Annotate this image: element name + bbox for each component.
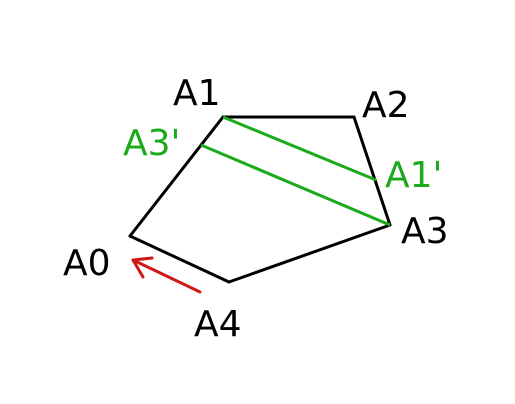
label-a4: A4 bbox=[194, 304, 242, 345]
vertex-labels: A1 A2 A3 A0 A4 bbox=[63, 73, 449, 345]
edge-a0-a1 bbox=[128, 115, 225, 238]
pentagon-edges bbox=[128, 115, 392, 284]
segment-a3-prime-a3 bbox=[200, 143, 391, 227]
arrow-head bbox=[131, 256, 154, 279]
segment-a1-a1-prime bbox=[222, 115, 377, 182]
edge-a3-a4 bbox=[227, 223, 392, 284]
green-segments bbox=[200, 115, 391, 227]
label-a1: A1 bbox=[173, 73, 221, 114]
edge-a4-a0 bbox=[128, 234, 231, 284]
edge-a2-a3 bbox=[352, 115, 392, 227]
secondary-labels: A3' A1' bbox=[123, 123, 442, 196]
arrow-shaft bbox=[131, 258, 202, 294]
label-a2: A2 bbox=[362, 85, 410, 126]
label-a3-prime: A3' bbox=[123, 123, 180, 164]
direction-arrow bbox=[131, 256, 202, 294]
label-a3: A3 bbox=[401, 211, 449, 252]
label-a0: A0 bbox=[63, 243, 111, 284]
label-a1-prime: A1' bbox=[385, 155, 442, 196]
